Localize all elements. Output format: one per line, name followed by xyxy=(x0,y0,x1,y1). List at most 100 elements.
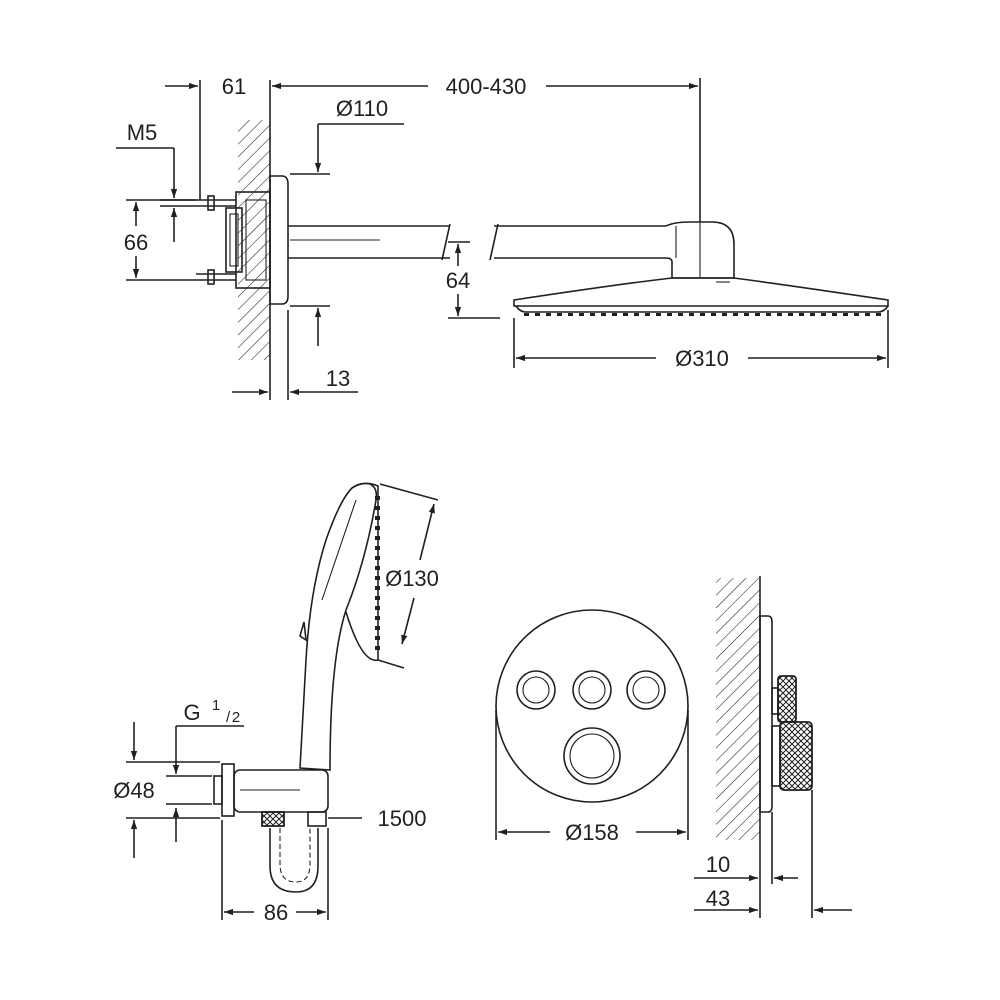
nozzle xyxy=(711,313,716,316)
hand-nozzle xyxy=(375,626,380,630)
nozzle xyxy=(799,313,804,316)
dim-130-arrow-top xyxy=(419,503,435,561)
dim-130-ext-top xyxy=(379,483,439,501)
mounting-box xyxy=(196,191,271,289)
hose-nut-left xyxy=(261,811,285,827)
hand-nozzle xyxy=(375,596,380,600)
hand-nozzle xyxy=(375,606,380,610)
shower-arm-left xyxy=(288,223,451,261)
nozzle xyxy=(810,313,815,316)
dim-thread-g: G xyxy=(183,700,200,725)
shower-head-nozzles xyxy=(524,313,881,316)
hand-nozzle xyxy=(375,536,380,540)
hand-nozzle xyxy=(375,556,380,560)
overhead-shower-view: 61 400-430 Ø110 M5 66 64 xyxy=(116,74,889,400)
hand-nozzle xyxy=(375,636,380,640)
nozzle xyxy=(766,313,771,316)
dim-thread-num: 1 xyxy=(212,697,220,714)
hand-nozzle xyxy=(375,546,380,550)
nozzle xyxy=(601,313,606,316)
nozzle xyxy=(832,313,837,316)
hand-nozzle xyxy=(375,586,380,590)
nozzle xyxy=(524,313,529,316)
nozzle xyxy=(876,313,881,316)
dim-plate-diameter: Ø158 xyxy=(565,820,619,845)
nozzle xyxy=(788,313,793,316)
dim-thread-den: 2 xyxy=(232,709,240,726)
hand-nozzle xyxy=(375,516,380,520)
dim-outlet-diameter: Ø48 xyxy=(113,778,155,803)
nozzle xyxy=(546,313,551,316)
dim-thread-slash: / xyxy=(226,709,231,726)
nozzle xyxy=(590,313,595,316)
hose-nut-right xyxy=(307,811,327,827)
hand-nozzle xyxy=(375,646,380,650)
nozzle xyxy=(744,313,749,316)
nozzle xyxy=(667,313,672,316)
nozzle xyxy=(579,313,584,316)
nozzle xyxy=(821,313,826,316)
nozzle xyxy=(656,313,661,316)
dim-arm-length: 400-430 xyxy=(446,74,527,99)
hand-nozzle xyxy=(375,496,380,500)
overhead-shower-head xyxy=(513,277,889,316)
controller-plate xyxy=(495,609,689,803)
nozzle xyxy=(865,313,870,316)
hand-shower-view: Ø130 G 1 / 2 Ø48 1500 86 xyxy=(113,482,439,925)
nozzle xyxy=(733,313,738,316)
nozzle xyxy=(623,313,628,316)
wall-hatch-top xyxy=(238,120,270,360)
nozzle xyxy=(722,313,727,316)
controller-button-3 xyxy=(626,670,666,710)
shower-hose-outer xyxy=(269,828,319,893)
controller-side-view: 10 43 xyxy=(694,576,852,918)
dim-flange-diameter: Ø110 xyxy=(336,96,388,121)
nozzle xyxy=(645,313,650,316)
hand-nozzle xyxy=(375,566,380,570)
dim-holder-depth: 86 xyxy=(264,900,288,925)
nozzle xyxy=(568,313,573,316)
controller-button-1 xyxy=(516,670,556,710)
nozzle xyxy=(535,313,540,316)
dim-130-arrow-bottom xyxy=(401,597,415,645)
hand-nozzle xyxy=(375,616,380,620)
wall-outlet-elbow xyxy=(213,763,329,817)
nozzle xyxy=(678,313,683,316)
controller-plate-side xyxy=(759,615,773,813)
dim-flange-offset: 13 xyxy=(326,366,350,391)
hand-nozzle xyxy=(375,506,380,510)
controller-main-knob xyxy=(563,727,621,785)
hand-nozzle xyxy=(375,576,380,580)
nozzle xyxy=(689,313,694,316)
shower-arm-right xyxy=(489,221,735,279)
knob-knurl-side xyxy=(779,721,813,791)
nozzle xyxy=(755,313,760,316)
hand-nozzle xyxy=(375,526,380,530)
dim-plate-thickness: 10 xyxy=(706,852,730,877)
nozzle xyxy=(843,313,848,316)
dim-mount-height: 66 xyxy=(124,230,148,255)
dim-130-ext-bottom xyxy=(377,659,405,669)
dim-hand-shower-diameter: Ø130 xyxy=(385,566,439,591)
nozzle xyxy=(777,313,782,316)
nozzle xyxy=(557,313,562,316)
nozzle xyxy=(634,313,639,316)
shower-hose-inner xyxy=(279,828,311,883)
dim-knob-projection: 43 xyxy=(706,886,730,911)
nozzle xyxy=(612,313,617,316)
wall-flange xyxy=(269,175,289,305)
wall-hatch-bottom xyxy=(716,578,760,840)
dim-head-diameter: Ø310 xyxy=(675,346,729,371)
button-knurl-side xyxy=(777,675,797,723)
nozzle xyxy=(700,313,705,316)
knob-stem-side xyxy=(771,725,781,787)
dim-thread-m5: M5 xyxy=(127,120,158,145)
hand-shower-nozzles xyxy=(375,496,380,650)
controller-front-view: Ø158 xyxy=(495,609,689,845)
dim-hose-length: 1500 xyxy=(378,806,427,831)
dim-head-drop: 64 xyxy=(446,268,470,293)
nozzle xyxy=(854,313,859,316)
controller-button-2 xyxy=(572,670,612,710)
hand-shower xyxy=(299,482,380,771)
